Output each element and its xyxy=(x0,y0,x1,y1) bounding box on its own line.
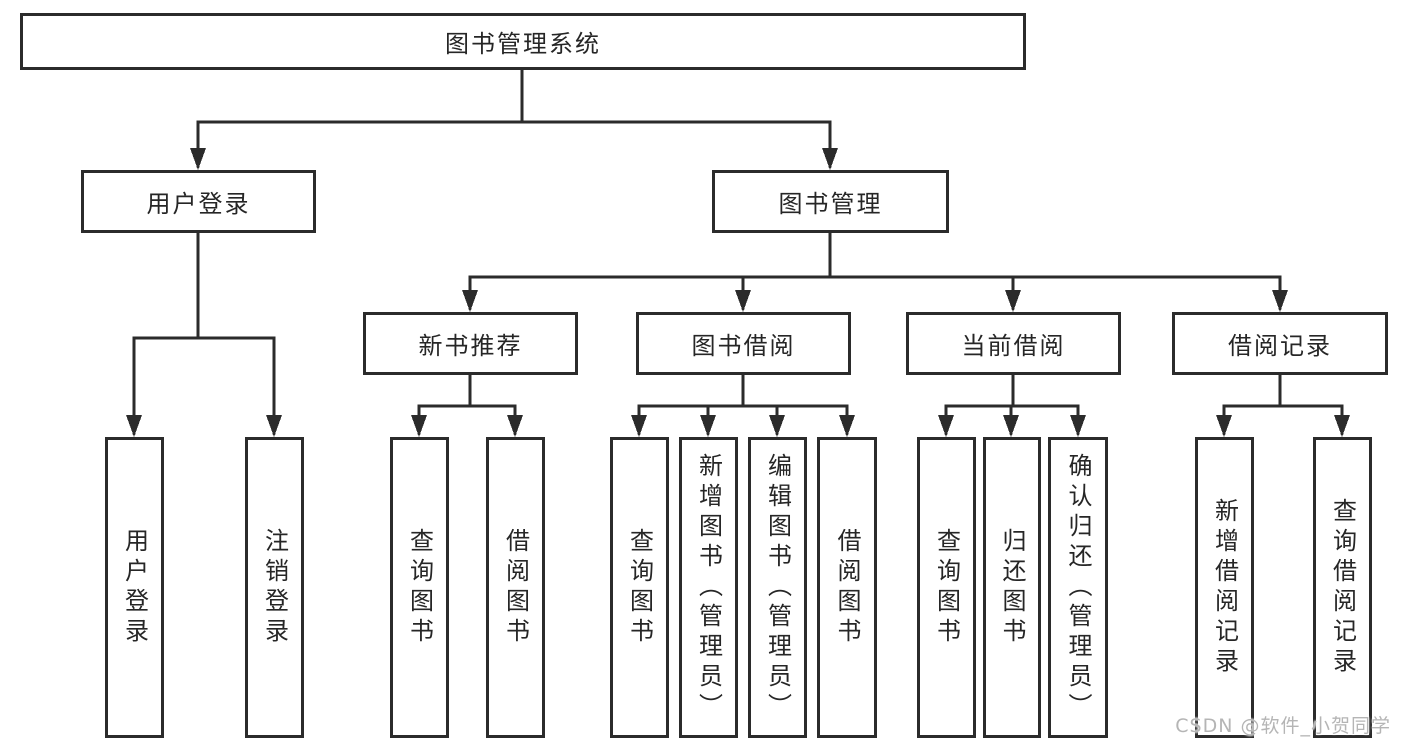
arrowhead-icon xyxy=(631,415,647,437)
arrowhead-icon xyxy=(1003,415,1019,437)
leaf-borrow-books-2-label: 借阅图书 xyxy=(833,527,861,648)
leaf-add-borrow-record-label: 新增借阅记录 xyxy=(1210,497,1239,678)
node-new-book-recommend: 新书推荐 xyxy=(363,312,578,375)
connector-bookborrow-to-leaves xyxy=(637,373,849,435)
node-current-borrow: 当前借阅 xyxy=(906,312,1121,375)
connector-root-to-level2 xyxy=(196,67,832,168)
arrowhead-icon xyxy=(1216,415,1232,437)
arrowhead-icon xyxy=(735,290,751,312)
arrowhead-icon xyxy=(1070,415,1086,437)
arrowhead-icon xyxy=(839,415,855,437)
node-book-borrow-label: 图书借阅 xyxy=(691,332,796,360)
leaf-logout: 注销登录 xyxy=(245,437,304,738)
arrowhead-icon xyxy=(1334,415,1350,437)
leaf-add-books-admin-label: 新增图书（管理员） xyxy=(694,452,723,723)
connector-userlogin-to-leaves xyxy=(132,230,276,435)
leaf-borrow-books-1-label: 借阅图书 xyxy=(501,527,530,648)
arrowhead-icon xyxy=(190,148,206,170)
leaf-query-books-1-label: 查询图书 xyxy=(405,527,434,648)
node-root: 图书管理系统 xyxy=(20,13,1026,70)
node-book-management-label: 图书管理 xyxy=(778,190,883,218)
leaf-confirm-return-admin: 确认归还（管理员） xyxy=(1048,437,1108,738)
arrowhead-icon xyxy=(126,415,142,437)
leaf-edit-books-admin-label: 编辑图书（管理员） xyxy=(763,452,792,723)
leaf-logout-label: 注销登录 xyxy=(260,527,289,648)
leaf-add-borrow-record: 新增借阅记录 xyxy=(1195,437,1254,738)
node-new-book-recommend-label: 新书推荐 xyxy=(418,332,523,360)
connector-newbook-to-leaves xyxy=(417,373,517,435)
arrowhead-icon xyxy=(266,415,282,437)
leaf-query-books-2-label: 查询图书 xyxy=(625,527,654,648)
leaf-query-books-3: 查询图书 xyxy=(917,437,976,738)
connector-bookmgmt-to-level3 xyxy=(468,230,1282,310)
leaf-query-borrow-record-label: 查询借阅记录 xyxy=(1328,497,1357,678)
leaf-return-books-label: 归还图书 xyxy=(998,527,1026,648)
leaf-user-login-label: 用户登录 xyxy=(120,527,149,648)
leaf-query-books-2: 查询图书 xyxy=(610,437,669,738)
watermark: CSDN @软件_小贺同学 xyxy=(1175,715,1391,737)
node-borrow-records-label: 借阅记录 xyxy=(1228,332,1332,360)
arrowhead-icon xyxy=(1005,290,1021,312)
arrowhead-icon xyxy=(700,415,716,437)
node-user-login: 用户登录 xyxy=(81,170,316,233)
connector-records-to-leaves xyxy=(1222,373,1344,435)
leaf-query-books-3-label: 查询图书 xyxy=(932,527,961,648)
arrowhead-icon xyxy=(769,415,785,437)
node-book-management: 图书管理 xyxy=(712,170,949,233)
leaf-query-books-1: 查询图书 xyxy=(390,437,449,738)
leaf-add-books-admin: 新增图书（管理员） xyxy=(679,437,738,738)
leaf-query-borrow-record: 查询借阅记录 xyxy=(1313,437,1372,738)
arrowhead-icon xyxy=(822,148,838,170)
leaf-confirm-return-admin-label: 确认归还（管理员） xyxy=(1064,452,1092,723)
node-borrow-records: 借阅记录 xyxy=(1172,312,1388,375)
arrowhead-icon xyxy=(1272,290,1288,312)
node-current-borrow-label: 当前借阅 xyxy=(961,332,1066,360)
leaf-user-login: 用户登录 xyxy=(105,437,164,738)
node-root-label: 图书管理系统 xyxy=(445,30,601,58)
leaf-return-books: 归还图书 xyxy=(983,437,1041,738)
node-book-borrow: 图书借阅 xyxy=(636,312,851,375)
arrowhead-icon xyxy=(462,290,478,312)
arrowhead-icon xyxy=(507,415,523,437)
leaf-edit-books-admin: 编辑图书（管理员） xyxy=(748,437,807,738)
leaf-borrow-books-2: 借阅图书 xyxy=(817,437,877,738)
arrowhead-icon xyxy=(938,415,954,437)
arrowhead-icon xyxy=(411,415,427,437)
node-user-login-label: 用户登录 xyxy=(146,190,251,218)
leaf-borrow-books-1: 借阅图书 xyxy=(486,437,545,738)
